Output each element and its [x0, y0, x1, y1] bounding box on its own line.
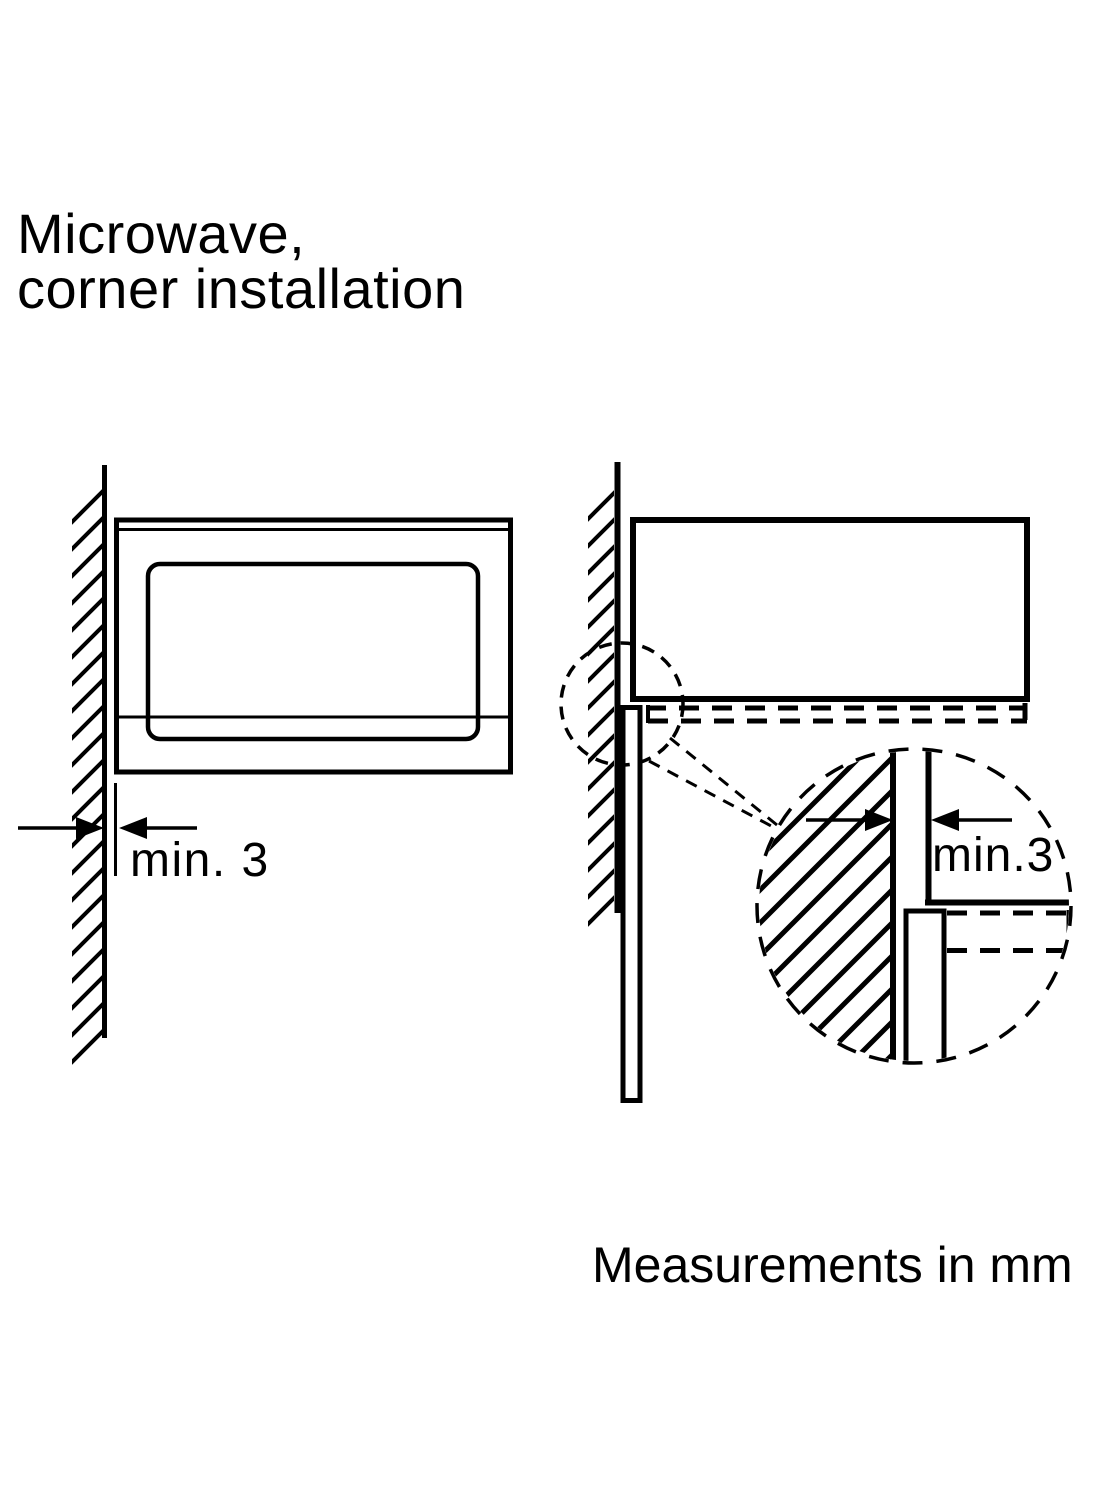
microwave-door-window	[145, 561, 481, 742]
wall-hatching-left	[72, 473, 102, 1070]
detail-dimension-label: min.3	[932, 829, 1054, 882]
page-title-line2: corner installation	[17, 257, 466, 320]
detail-arrowhead-left-icon	[931, 809, 959, 831]
detail-circle-large	[755, 747, 1073, 1065]
side-view-diagram: min.3	[559, 462, 1073, 1103]
detail-arrowhead-right-icon	[865, 809, 893, 831]
measurements-note: Measurements in mm	[592, 1237, 1073, 1293]
detail-wall-hatching	[759, 751, 891, 1061]
arrowhead-left-icon	[119, 817, 147, 839]
door-panel-side	[620, 705, 643, 1103]
detail-leader-line-upper	[669, 736, 778, 827]
page-title-line1: Microwave,	[17, 202, 306, 265]
page-title: Microwave,corner installation	[17, 206, 465, 317]
arrowhead-right-icon	[76, 817, 104, 839]
front-view-diagram: min. 3	[18, 465, 513, 1070]
detail-door-panel	[903, 908, 947, 1061]
detail-leader-line-lower	[648, 759, 776, 830]
wall-hatching-right	[588, 479, 614, 941]
detail-circle-small	[559, 641, 685, 767]
microwave-front-outline	[114, 517, 513, 775]
front-view-dimension-label: min. 3	[130, 834, 270, 887]
cabinet-side-outline	[630, 517, 1030, 702]
